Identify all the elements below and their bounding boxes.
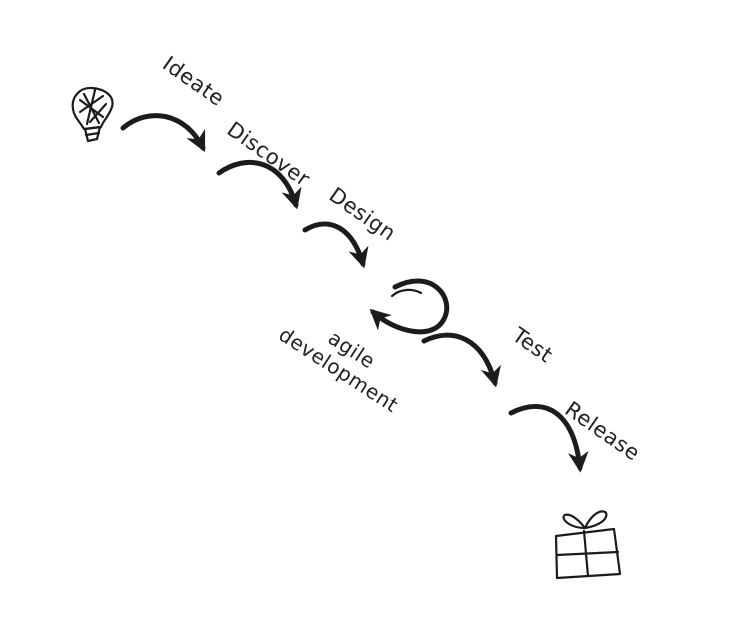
agile-loop-icon	[369, 278, 450, 335]
step-label-ideate: Ideate	[158, 51, 229, 111]
arrow-discover	[216, 159, 302, 210]
arrow-release	[508, 404, 589, 473]
step-label-test: Test	[507, 322, 557, 367]
step-label-discover: Discover	[223, 117, 315, 191]
lightbulb-icon	[71, 86, 114, 143]
arrow-test	[421, 332, 501, 388]
arrow-design	[302, 221, 369, 269]
step-label-design: Design	[325, 183, 401, 246]
package-icon	[554, 510, 622, 580]
arrow-ideate	[120, 113, 206, 153]
